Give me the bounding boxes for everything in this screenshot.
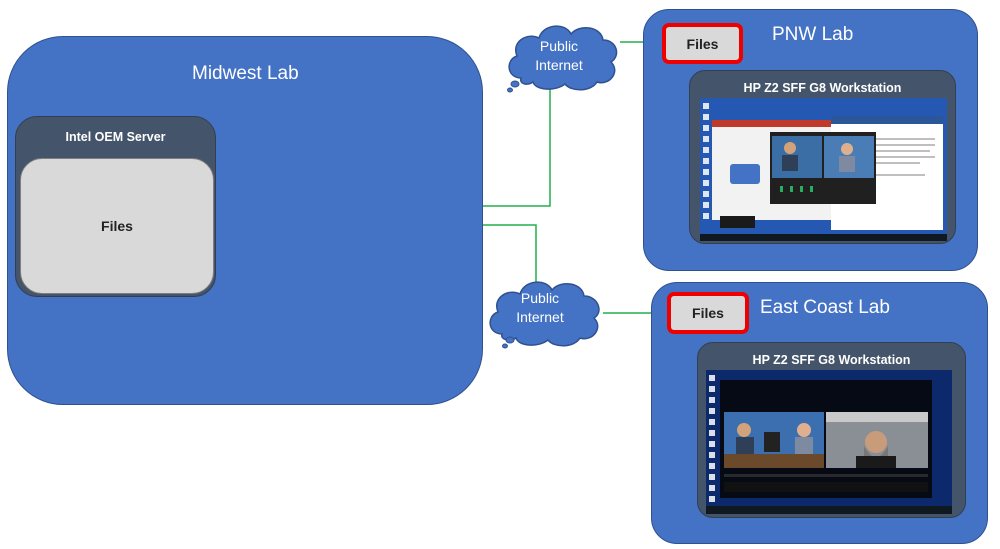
- upper-cloud-label: Public Internet: [513, 37, 605, 75]
- upper-cloud-line1: Public: [539, 38, 579, 54]
- midwest-files[interactable]: Files: [20, 158, 214, 294]
- midwest-lab: Midwest Lab Intel OEM Server Files: [7, 36, 483, 405]
- east-desktop-screenshot: [706, 370, 952, 514]
- pnw-workstation-title: HP Z2 SFF G8 Workstation: [743, 81, 902, 95]
- lower-cloud-line1: Public: [520, 290, 560, 306]
- lower-cloud-icon: [489, 281, 600, 349]
- upper-cloud-line2: Internet: [535, 57, 583, 73]
- lower-cloud-line2: Internet: [516, 309, 564, 325]
- east-coast-lab-title: East Coast Lab: [760, 297, 890, 318]
- pnw-lab-title: PNW Lab: [772, 24, 854, 45]
- midwest-lab-title: Midwest Lab: [192, 63, 299, 84]
- east-workstation-title: HP Z2 SFF G8 Workstation: [752, 353, 911, 367]
- pnw-desktop-screenshot: [700, 98, 947, 241]
- upper-cloud-icon: [507, 25, 618, 93]
- lower-cloud-label: Public Internet: [494, 289, 586, 327]
- pnw-files[interactable]: Files: [662, 23, 743, 64]
- east-files[interactable]: Files: [667, 292, 749, 334]
- intel-oem-server-title: Intel OEM Server: [65, 130, 166, 144]
